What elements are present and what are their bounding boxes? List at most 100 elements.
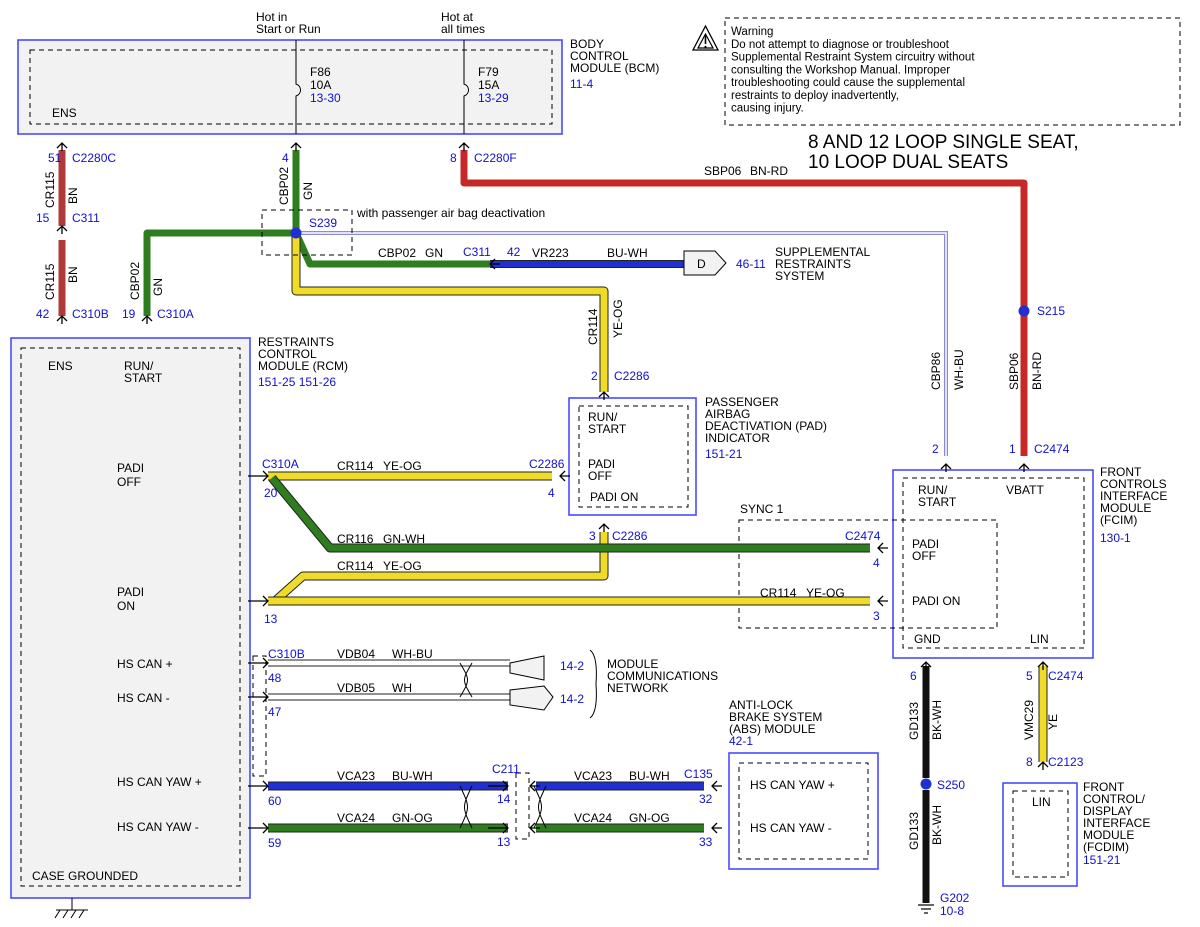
rcm-pin-padi-off: PADI — [117, 461, 144, 475]
connector-label: 42 — [507, 245, 521, 259]
connector-arrow-icon — [559, 470, 570, 482]
pad-module[interactable] — [568, 397, 697, 516]
splice-s215[interactable] — [1018, 305, 1030, 317]
fcim-name: MODULE — [1100, 501, 1151, 515]
fcim-name: (FCIM) — [1100, 513, 1137, 527]
wire-sbp06[interactable] — [460, 150, 1028, 456]
fuse-f79-ref: 13-29 — [478, 91, 509, 105]
abs-ref: 42-1 — [729, 734, 753, 748]
fcim-inner — [902, 477, 1085, 649]
rcm-ground-icon — [54, 898, 88, 919]
bcm-inner — [29, 49, 553, 125]
connector-label: 2 — [932, 442, 939, 456]
connector-label: 15 — [36, 211, 50, 225]
connector-label: C2286 — [612, 529, 648, 543]
fcim-name: INTERFACE — [1100, 489, 1167, 503]
wire-label: VDB04 — [337, 647, 375, 661]
hot-all-label: all times — [441, 22, 485, 36]
wire-label: BU-WH — [392, 769, 433, 783]
fuse-f86-amps: 10A — [310, 78, 331, 92]
wire-cr114-pad[interactable] — [292, 233, 608, 392]
connector-arrow-icon — [711, 822, 722, 834]
mcn-name: NETWORK — [607, 681, 668, 695]
wire-label: BU-WH — [629, 769, 670, 783]
wire-cbp02-rcm[interactable] — [143, 229, 296, 316]
wire-label: VDB05 — [337, 681, 375, 695]
connector-label: 14 — [497, 792, 511, 806]
bcm-module[interactable] — [17, 39, 563, 135]
fcdim-module[interactable] — [1002, 782, 1078, 887]
wire-label: SBP06 — [1007, 352, 1021, 390]
splice-s250[interactable] — [920, 778, 932, 790]
config-title: 8 AND 12 LOOP SINGLE SEAT, — [808, 132, 1079, 153]
wire-label: VCA24 — [574, 811, 612, 825]
mcn-brace — [589, 649, 597, 719]
splice-s239[interactable] — [290, 227, 302, 239]
pad-pin-run: START — [588, 422, 627, 436]
connector-label: C310B — [72, 307, 109, 321]
wire-label: YE-OG — [611, 299, 625, 338]
wire-cr114-on-lo[interactable] — [272, 532, 608, 604]
srs-flag-icon[interactable] — [683, 250, 727, 276]
connector-label: C2474 — [845, 529, 881, 543]
connector-label: 59 — [268, 836, 282, 850]
connector-label: C2123 — [1048, 755, 1084, 769]
fcim-module[interactable] — [892, 469, 1094, 659]
warning-text: troubleshooting could cause the suppleme… — [731, 77, 965, 89]
s250-label: S250 — [937, 778, 965, 792]
fcdim-name: DISPLAY — [1083, 804, 1133, 818]
srs-name: SUPPLEMENTAL — [775, 245, 870, 259]
wire-label: CR116 — [337, 532, 374, 546]
fcim-pin-vbatt: VBATT — [1006, 483, 1044, 497]
wire-label: YE — [1046, 714, 1060, 730]
connector-label: 20 — [264, 486, 278, 500]
rcm-module[interactable] — [10, 337, 251, 899]
s239-label: S239 — [309, 216, 337, 230]
bcm-name: BODY — [570, 37, 604, 51]
wire-label: GN — [425, 246, 443, 260]
fcim-pin-off: OFF — [912, 549, 936, 563]
wire-cbp86-core — [296, 232, 947, 456]
connector-arrow-icon — [940, 463, 952, 472]
connector-label: 13 — [497, 835, 511, 849]
rcm-name: MODULE (RCM) — [258, 359, 348, 373]
warning-text: restraints to deploy inadvertently, — [731, 90, 899, 102]
connector-arrow-icon — [1018, 463, 1030, 472]
rcm-ref: 151-25 151-26 — [258, 375, 336, 389]
connector-label: 3 — [589, 529, 596, 543]
wires-layer — [58, 150, 1048, 903]
connector-label: C310A — [157, 307, 194, 321]
abs-name: (ABS) MODULE — [729, 722, 816, 736]
connector-label: C311 — [463, 245, 491, 259]
connector-label: 19 — [122, 307, 136, 321]
wire-label: GN — [151, 278, 165, 296]
rcm-pin-can-plus: HS CAN + — [117, 657, 173, 671]
hot-run-label: Start or Run — [256, 22, 321, 36]
wire-label: CBP02 — [277, 167, 291, 205]
warning-text: Supplemental Restraint System circuitry … — [731, 52, 975, 64]
wire-cbp02-srs[interactable] — [292, 231, 490, 268]
fcdim-ref: 151-21 — [1083, 853, 1121, 867]
connector-arrow-icon — [488, 822, 509, 834]
mcn-flag1-icon[interactable] — [509, 655, 545, 681]
fcdim-name: INTERFACE — [1083, 816, 1150, 830]
wire-label: CR114 — [760, 586, 797, 600]
wire-label: VMC29 — [1022, 700, 1036, 740]
abs-module[interactable] — [728, 752, 879, 870]
config-title: 10 LOOP DUAL SEATS — [808, 152, 1008, 173]
fuse-f79-icon — [463, 68, 469, 100]
connector-arrow-icon — [489, 258, 500, 270]
connector-arrow-icon — [56, 142, 68, 151]
connector-label: C2286 — [614, 369, 650, 383]
warning-text: causing injury. — [731, 103, 804, 115]
bcm-name: CONTROL — [570, 49, 629, 63]
connector-arrow-icon — [711, 780, 722, 792]
fuse-f86-id: F86 — [310, 65, 331, 79]
mcn-flag2-icon[interactable] — [509, 685, 554, 711]
connector-label: 2 — [591, 369, 598, 383]
rcm-pin-yaw-minus: HS CAN YAW - — [117, 820, 199, 834]
wire-label: GN-OG — [629, 811, 670, 825]
warning-icon — [691, 24, 720, 51]
wire-cr116[interactable] — [269, 475, 870, 552]
wire-label: GD133 — [907, 702, 921, 740]
